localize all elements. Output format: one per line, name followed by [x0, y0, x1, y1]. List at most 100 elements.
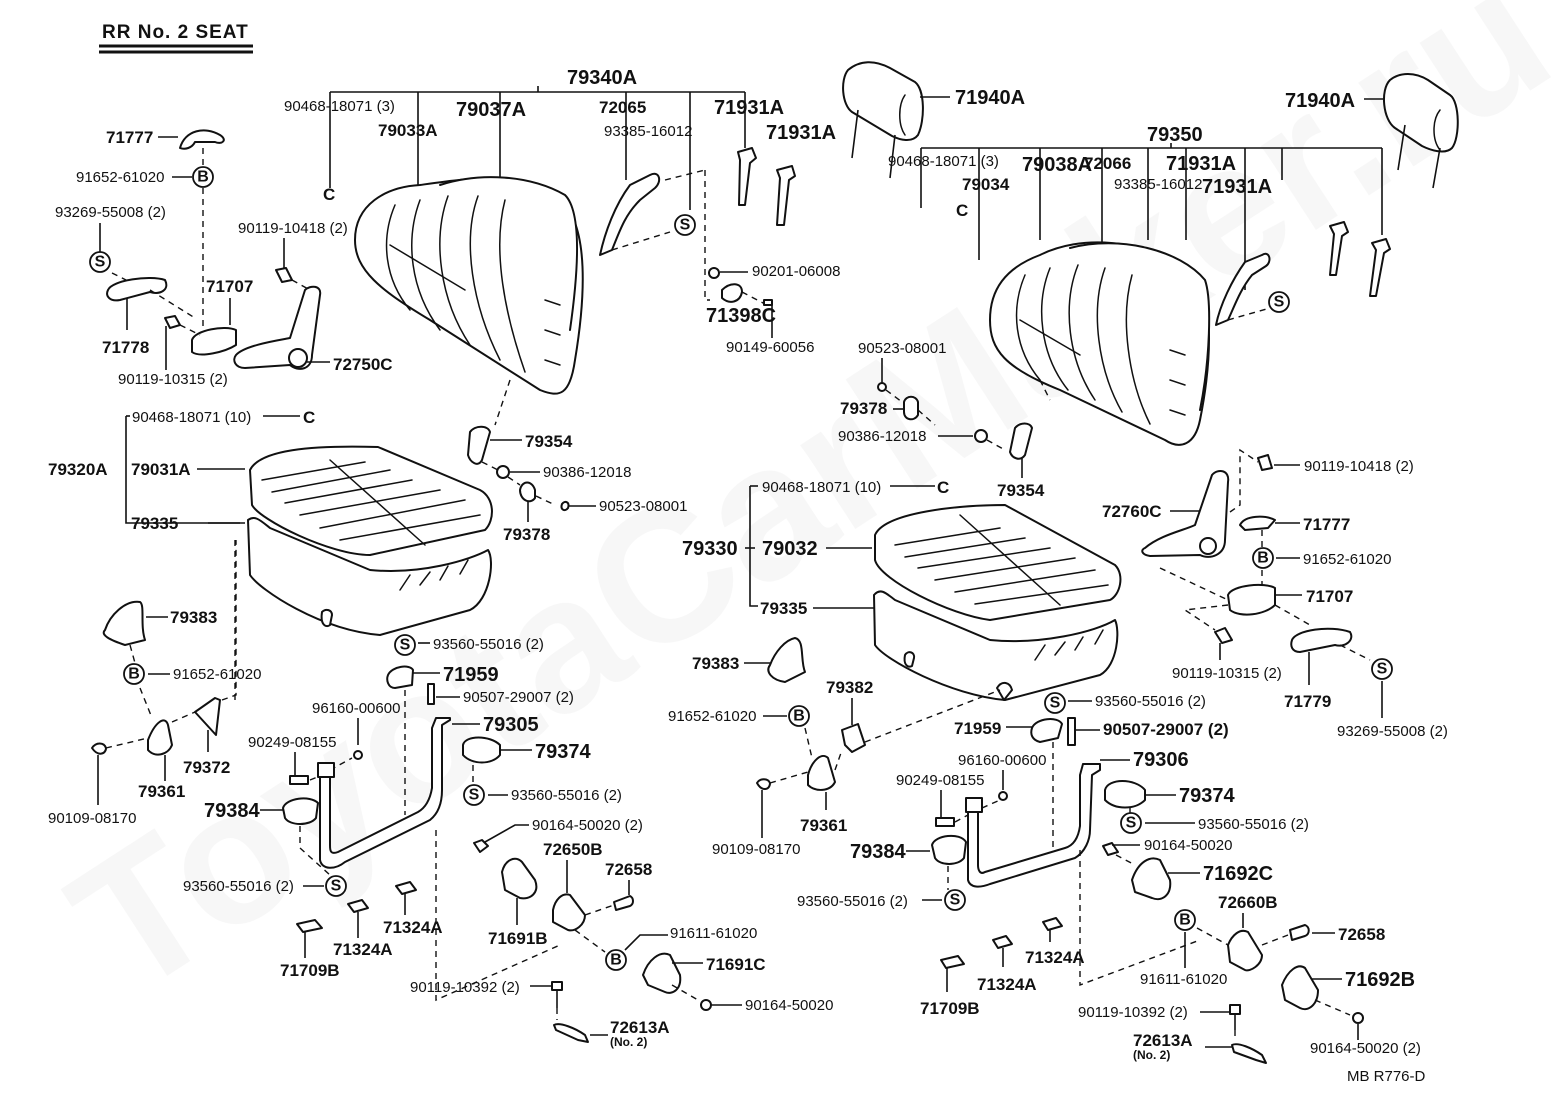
right-bushing-group: 90523-08001 79378 90386-12018 79354	[838, 340, 1045, 500]
label-79320A: 79320A	[48, 460, 108, 479]
left-71398C-group: 90201-06008 71398C 90149-60056	[706, 263, 840, 356]
svg-text:S: S	[1377, 661, 1388, 678]
svg-text:B: B	[610, 952, 622, 969]
label-79038A: 79038A	[1022, 154, 1092, 176]
label-72750C: 72750C	[333, 355, 393, 374]
label-72650B: 72650B	[543, 840, 603, 859]
label-79384-right: 79384	[850, 841, 906, 863]
label-71959-right: 71959	[954, 719, 1001, 738]
label-71931A-2: 71931A	[766, 122, 836, 144]
label-90119-10418-left: 90119-10418 (2)	[238, 220, 348, 237]
svg-text:S: S	[469, 787, 480, 804]
label-90164-50020-left: 90164-50020	[745, 997, 833, 1014]
label-90119-10392-right: 90119-10392 (2)	[1078, 1004, 1188, 1021]
left-hinge-group: 71777 91652-61020 B 93269-55008 (2) S 71…	[55, 128, 393, 388]
right-strap-72066: S	[1215, 252, 1290, 326]
label-90119-10392-left: 90119-10392 (2)	[410, 979, 520, 996]
label-90468-18071-10-left: 90468-18071 (10)	[132, 409, 251, 426]
label-91652-61020-top-right: 91652-61020	[1303, 551, 1391, 568]
label-71959-left: 71959	[443, 664, 499, 686]
label-71324A-right-2: 71324A	[977, 975, 1037, 994]
right-hinge-group: 90119-10418 (2) 72760C 71777 B 91652-610…	[1102, 448, 1448, 740]
label-71707-right: 71707	[1306, 587, 1353, 606]
symbol-b-clip-mid-right: B	[788, 705, 810, 727]
label-71931A-right-2: 71931A	[1202, 176, 1272, 198]
label-79383-right: 79383	[692, 654, 739, 673]
left-bottom-parts: 93560-55016 (2) S 71324A 71324A 71709B 7…	[183, 840, 833, 1049]
label-71777-left: 71777	[106, 128, 153, 147]
label-93385-16012-right: 93385-16012	[1114, 176, 1202, 193]
c-ring-icon: C	[323, 185, 335, 204]
left-headrest: 71940A	[842, 61, 1025, 179]
diagram-title: RR No. 2 SEAT	[99, 22, 253, 54]
label-79378-left: 79378	[503, 525, 550, 544]
label-72066: 72066	[1084, 154, 1131, 173]
right-headrest: 71940A	[1285, 73, 1459, 189]
label-96160-00600-left: 96160-00600	[312, 700, 400, 717]
label-90249-08155-right: 90249-08155	[896, 772, 984, 789]
diagram-code: MB R776-D	[1347, 1068, 1426, 1085]
label-71324A-left-1: 71324A	[383, 918, 443, 937]
symbol-s-screw-93560-c-right: S	[944, 889, 966, 911]
label-93560-55016-left-a: 93560-55016 (2)	[433, 636, 544, 653]
svg-text:B: B	[793, 708, 805, 725]
label-71778: 71778	[102, 338, 149, 357]
svg-text:S: S	[680, 217, 691, 234]
label-90386-12018-left: 90386-12018	[543, 464, 631, 481]
label-72613A-right: 72613A	[1133, 1031, 1193, 1050]
label-79350: 79350	[1147, 124, 1203, 146]
svg-text:S: S	[1050, 695, 1061, 712]
right-bottom-parts: 93560-55016 (2) S 71324A 71324A 71709B B…	[797, 889, 1421, 1064]
label-90149-60056: 90149-60056	[726, 339, 814, 356]
label-72658-right: 72658	[1338, 925, 1385, 944]
svg-text:S: S	[331, 878, 342, 895]
label-72760C: 72760C	[1102, 502, 1162, 521]
label-91652-61020-top: 91652-61020	[76, 169, 164, 186]
label-93269-55008-right: 93269-55008 (2)	[1337, 723, 1448, 740]
label-79384-left: 79384	[204, 800, 260, 822]
label-79361-right: 79361	[800, 816, 847, 835]
label-71691C: 71691C	[706, 955, 766, 974]
label-71324A-right-1: 71324A	[1025, 948, 1085, 967]
label-90468-18071-10-right: 90468-18071 (10)	[762, 479, 881, 496]
label-90119-10315-left: 90119-10315 (2)	[118, 371, 228, 388]
label-90249-08155-left: 90249-08155	[248, 734, 336, 751]
label-71940A-left: 71940A	[955, 87, 1025, 109]
label-71691B: 71691B	[488, 929, 548, 948]
label-79378-right: 79378	[840, 399, 887, 418]
label-71940A-right: 71940A	[1285, 90, 1355, 112]
symbol-b-clip-bottom-right: B	[1174, 909, 1196, 931]
label-71398C: 71398C	[706, 305, 776, 327]
symbol-s-screw-93560-b: S	[463, 784, 485, 806]
svg-text:B: B	[128, 666, 140, 683]
label-79374-left: 79374	[535, 741, 591, 763]
symbol-b-clip-bottom: B	[605, 949, 627, 971]
label-79354-left: 79354	[525, 432, 573, 451]
right-back-assembly-leaders: 79350 90468-18071 (3) 79034 79038A 72066…	[888, 124, 1383, 290]
symbol-s-screw-93560-a: S	[394, 634, 416, 656]
label-90119-10418-right: 90119-10418 (2)	[1304, 458, 1414, 475]
right-seat-group: 71940A 79350 90468-18071 (3) 79034 79038…	[668, 73, 1459, 1064]
label-79335-left: 79335	[131, 514, 178, 533]
label-90386-12018-right: 90386-12018	[838, 428, 926, 445]
label-79335-right: 79335	[760, 599, 807, 618]
label-93385-16012: 93385-16012	[604, 123, 692, 140]
label-79383-left: 79383	[170, 608, 217, 627]
svg-text:S: S	[400, 637, 411, 654]
symbol-s-screw-93560-b-right: S	[1120, 812, 1142, 834]
label-72658-left: 72658	[605, 860, 652, 879]
left-back-assembly-leaders: 79340A 90468-18071 (3) 79033A 79037A 720…	[284, 67, 836, 210]
symbol-s-screw-93269: S	[89, 251, 111, 273]
right-lower-bracket-group: 79383 79382 91652-61020 B 79361 90109-08…	[668, 637, 1001, 858]
label-72613A-right-note: (No. 2)	[1133, 1048, 1170, 1062]
left-seat-cushion: 90468-18071 (10) C 79320A 79031A 79335	[48, 408, 493, 700]
label-79037A: 79037A	[456, 99, 526, 121]
label-91652-61020-mid-right: 91652-61020	[668, 708, 756, 725]
symbol-s-screw-93269-right: S	[1371, 658, 1393, 680]
svg-text:B: B	[1257, 550, 1269, 567]
label-93560-55016-left-b: 93560-55016 (2)	[511, 787, 622, 804]
label-91652-61020-mid: 91652-61020	[173, 666, 261, 683]
label-71777-right: 71777	[1303, 515, 1350, 534]
label-71779: 71779	[1284, 692, 1331, 711]
